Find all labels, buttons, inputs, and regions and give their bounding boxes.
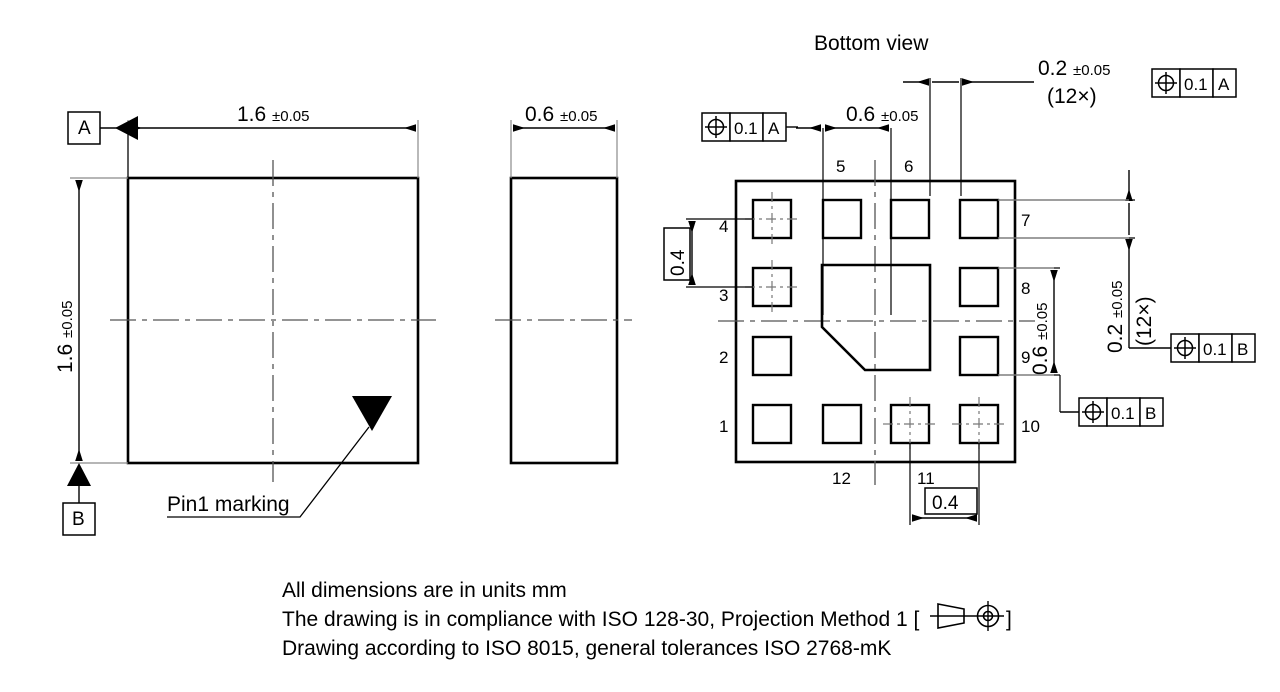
datum-a-letter: A xyxy=(78,118,91,139)
pitch-y-dim-tolerance: ±0.05 xyxy=(1034,303,1051,340)
fcf-top-left: 0.1 A xyxy=(701,112,798,142)
pin-label-8: 8 xyxy=(1021,279,1030,298)
position-icon xyxy=(1155,72,1177,94)
pin-label-2: 2 xyxy=(719,348,728,367)
fcf-right: 0.1 B xyxy=(1129,333,1256,363)
note-line-2: The drawing is in compliance with ISO 12… xyxy=(282,608,919,631)
spacing-h-box xyxy=(924,487,978,515)
projection-method-icon xyxy=(930,601,1004,631)
fcf-right-datum: B xyxy=(1237,340,1248,359)
fcf-top-right-tolerance: 0.1 xyxy=(1184,75,1208,94)
spacing-v-box xyxy=(663,227,691,281)
front-width-dim-value: 1.6 xyxy=(237,103,266,126)
position-icon xyxy=(1082,401,1104,423)
fcf-bottom-right-datum: B xyxy=(1145,404,1156,423)
pad-height-dim-tolerance: ±0.05 xyxy=(1109,281,1126,318)
notes-block: All dimensions are in units mm The drawi… xyxy=(282,579,1012,660)
pad-12 xyxy=(821,403,863,445)
pad-1 xyxy=(751,403,793,445)
pin-label-6: 6 xyxy=(904,157,913,176)
datum-a-frame xyxy=(67,111,101,145)
note-line-3: Drawing according to ISO 8015, general t… xyxy=(282,637,891,660)
pad-height-text-group: 0.2 ±0.05 xyxy=(1104,281,1127,353)
spacing-v-text-group: 0.4 xyxy=(668,249,689,276)
pin-label-1: 1 xyxy=(719,417,728,436)
pad-2 xyxy=(751,335,793,377)
pin-label-4: 4 xyxy=(719,217,728,236)
front-height-dim-text: 1.6 ±0.05 xyxy=(54,301,77,373)
fcf-top-right-tol-cell xyxy=(1179,68,1214,98)
spacing-v-value: 0.4 xyxy=(668,249,689,276)
thermal-pad-outline xyxy=(820,263,932,372)
pad-6 xyxy=(889,198,931,240)
datum-b-letter: B xyxy=(72,509,85,530)
fcf-top-right-datum: A xyxy=(1218,75,1230,94)
pin-label-11: 11 xyxy=(917,469,935,488)
fcf-bottom-right-tol-cell xyxy=(1106,397,1141,427)
pad-8 xyxy=(958,266,1000,308)
fcf-right-datum-cell xyxy=(1231,333,1256,363)
spacing-h-value: 0.4 xyxy=(932,493,959,514)
pad-height-dim-value: 0.2 xyxy=(1104,324,1127,353)
pin-label-9: 9 xyxy=(1021,348,1030,367)
note-line-1: All dimensions are in units mm xyxy=(282,579,567,602)
pad-width-dim-count: (12×) xyxy=(1047,85,1097,108)
pitch-y-text-group: 0.6 ±0.05 xyxy=(1029,303,1052,375)
pad-width-dim-value: 0.2 xyxy=(1038,57,1067,80)
fcf-bottom-right: 0.1 B xyxy=(1059,375,1164,427)
fcf-bottom-right-datum-cell xyxy=(1139,397,1164,427)
pitch-x-dim-value: 0.6 xyxy=(846,103,875,126)
pin-label-10: 10 xyxy=(1021,417,1040,436)
pin1-marking-triangle xyxy=(352,396,392,431)
pad-5 xyxy=(821,198,863,240)
pin-label-3: 3 xyxy=(719,286,728,305)
pad-9 xyxy=(958,335,1000,377)
front-width-dim-tolerance: ±0.05 xyxy=(272,108,309,125)
side-width-dim-tolerance: ±0.05 xyxy=(560,108,597,125)
fcf-right-tol-cell xyxy=(1198,333,1233,363)
pin-label-12: 12 xyxy=(832,469,851,488)
pitch-y-dim-value: 0.6 xyxy=(1029,346,1052,375)
fcf-top-left-tol-cell xyxy=(729,112,764,142)
bottom-view-title: Bottom view xyxy=(814,32,929,55)
fcf-top-left-datum: A xyxy=(768,119,780,138)
pin1-marking-label: Pin1 marking xyxy=(167,493,290,516)
pad-width-dim-tolerance: ±0.05 xyxy=(1073,62,1110,79)
pad-height-dim-count: (12×) xyxy=(1133,296,1156,346)
pin1-marking-leader xyxy=(167,426,370,518)
pin-label-5: 5 xyxy=(836,157,845,176)
bottom-view: Bottom view xyxy=(663,32,1256,525)
position-icon xyxy=(705,116,727,138)
fcf-top-right-datum-cell xyxy=(1212,68,1237,98)
front-height-dim-tolerance: ±0.05 xyxy=(59,301,76,338)
position-icon xyxy=(1174,337,1196,359)
front-view: Pin1 marking 1.6 ±0.05 A 1.6 ±0.05 B xyxy=(54,103,436,536)
datum-b-frame xyxy=(62,502,96,536)
pin-number-labels: 1 2 3 4 5 6 7 8 9 10 11 12 xyxy=(719,157,1040,488)
fcf-bottom-right-tolerance: 0.1 xyxy=(1111,404,1135,423)
side-width-dim-value: 0.6 xyxy=(525,103,554,126)
fcf-top-left-tolerance: 0.1 xyxy=(734,119,758,138)
pad-height-count-group: (12×) xyxy=(1133,296,1156,346)
pad-7 xyxy=(958,198,1000,240)
datum-b-triangle xyxy=(67,463,91,486)
pad-centerlines xyxy=(745,192,1006,451)
side-view: 0.6 ±0.05 xyxy=(495,103,632,465)
note-line-2-suffix: ] xyxy=(1006,608,1012,631)
front-height-dim-value: 1.6 xyxy=(54,344,77,373)
fcf-top-right: 0.1 A xyxy=(1151,68,1237,98)
datum-a-triangle xyxy=(115,116,138,140)
pin-label-7: 7 xyxy=(1021,211,1030,230)
fcf-right-tolerance: 0.1 xyxy=(1203,340,1227,359)
pitch-x-dim-tolerance: ±0.05 xyxy=(881,108,918,125)
